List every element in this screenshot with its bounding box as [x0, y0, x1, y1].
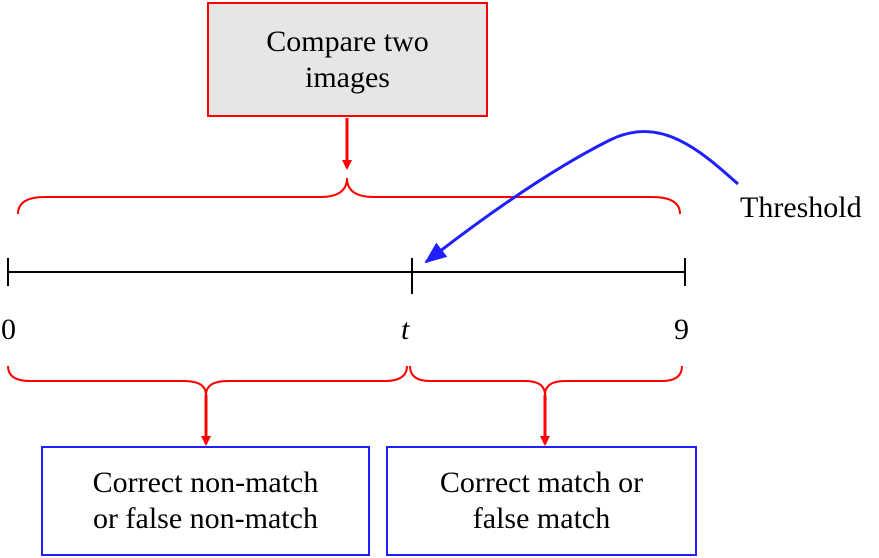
- non-match-outcome-box: Correct non-match or false non-match: [41, 446, 370, 556]
- bottom-right-brace: [409, 365, 683, 396]
- axis-end-label: 9: [674, 313, 689, 346]
- match-box-line1: Correct match or: [439, 466, 644, 499]
- threshold-label: Threshold: [740, 191, 862, 224]
- non-match-box-line1: Correct non-match: [92, 466, 319, 499]
- compare-box-line2: images: [305, 60, 390, 94]
- match-box-line2: false match: [472, 502, 611, 535]
- threshold-arrow: [424, 130, 740, 264]
- match-outcome-box: Correct match or false match: [386, 446, 697, 556]
- axis-threshold-label: t: [401, 313, 410, 346]
- top-brace: [17, 177, 681, 215]
- bottom-left-brace: [7, 365, 408, 396]
- axis-start-label: 0: [1, 313, 16, 346]
- non-match-box-line2: or false non-match: [93, 502, 318, 535]
- compare-box-line1: Compare two: [266, 24, 429, 58]
- compare-images-box: Compare two images: [207, 2, 488, 117]
